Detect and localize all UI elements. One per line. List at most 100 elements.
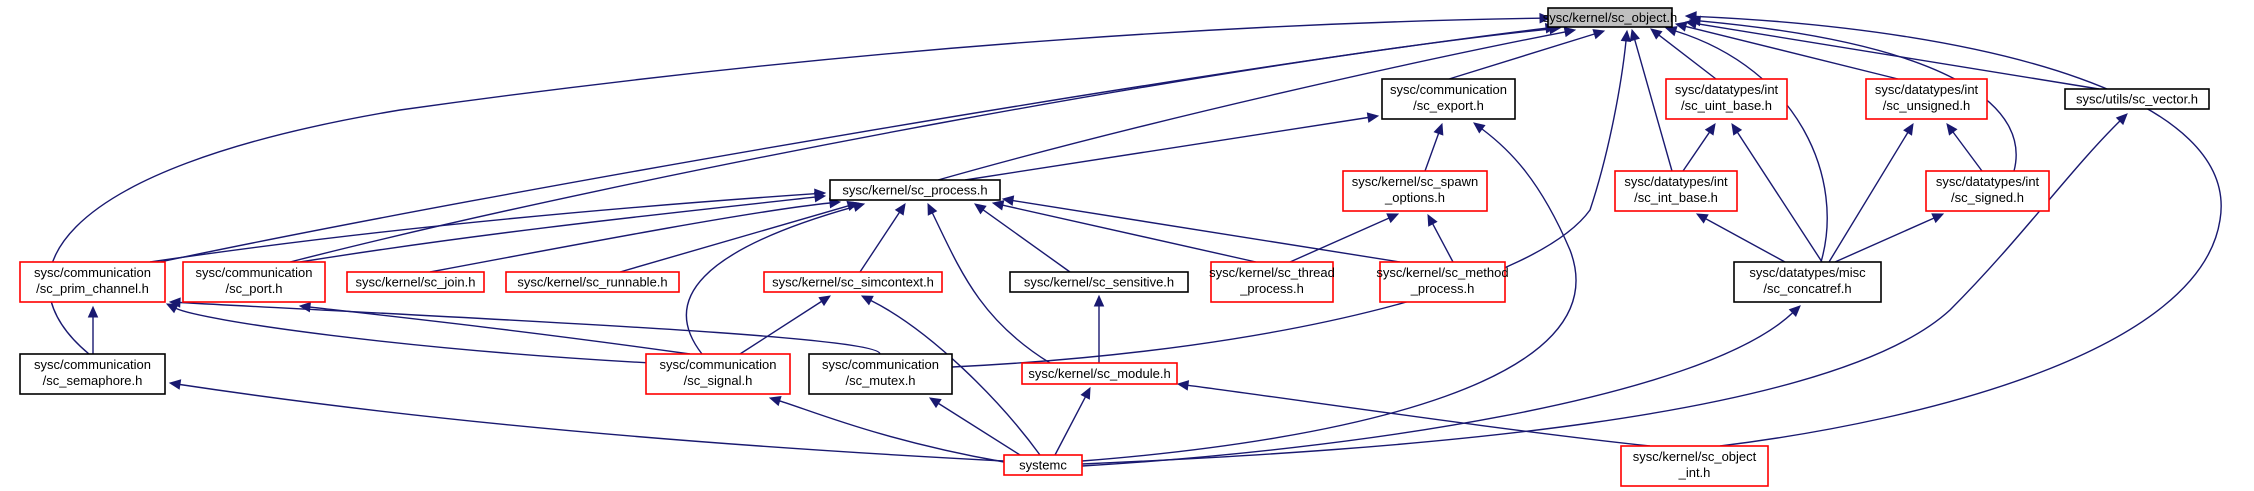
edge-line — [1081, 312, 1794, 467]
edge-line — [1187, 384, 1651, 447]
edge-concatref_h-to-int_base_h — [1695, 213, 1786, 263]
arrowhead-icon — [1629, 28, 1640, 42]
edge-thread_process_h-to-process_h — [991, 200, 1257, 263]
node-semaphore-h[interactable]: sysc/communication/sc_semaphore.h — [19, 353, 166, 395]
arrowhead-icon — [1093, 294, 1105, 307]
arrowhead-icon — [168, 297, 181, 308]
edge-line — [951, 40, 1627, 368]
node-box — [1665, 78, 1788, 120]
edge-signal_h-to-simcontext_h — [739, 295, 832, 355]
arrowhead-icon — [1674, 21, 1688, 32]
nodes-layer: sysc/kernel/sc_object.h sysc/communicatio… — [19, 7, 2210, 487]
edge-line — [1424, 133, 1440, 172]
node-box — [1379, 261, 1506, 303]
node-runnable-h[interactable]: sysc/kernel/sc_runnable.h — [505, 271, 680, 293]
arrowhead-icon — [165, 303, 179, 314]
node-sensitive-h[interactable]: sysc/kernel/sc_sensitive.h — [1009, 271, 1189, 293]
arrowhead-icon — [1563, 26, 1577, 38]
arrowhead-icon — [974, 203, 987, 215]
node-label-line: /sc_signed.h — [1951, 190, 2024, 205]
edge-module_h-to-process_h — [927, 202, 1051, 364]
node-box — [1865, 78, 1988, 120]
node-spawn-options-h[interactable]: sysc/kernel/sc_spawn_options.h — [1342, 170, 1488, 212]
node-box — [1342, 170, 1488, 212]
edge-line — [685, 206, 855, 355]
edge-process_h-to-object_h — [937, 26, 1577, 181]
node-concatref-h[interactable]: sysc/datatypes/misc/sc_concatref.h — [1733, 261, 1882, 303]
node-vector-h[interactable]: sysc/utils/sc_vector.h — [2064, 88, 2210, 110]
arrowhead-icon — [928, 397, 942, 409]
node-label-line: sysc/kernel/sc_simcontext.h — [772, 275, 934, 290]
edge-uint_base_h-to-object_h — [1650, 28, 1717, 80]
node-join-h[interactable]: sysc/kernel/sc_join.h — [346, 271, 485, 293]
edge-object_int_h-to-object_h — [1684, 11, 2222, 447]
node-systemc[interactable]: systemc — [1003, 454, 1083, 476]
arrowhead-icon — [1931, 213, 1945, 224]
edge-line — [982, 209, 1071, 273]
edge-systemc-to-concatref_h — [1081, 305, 1801, 467]
edge-line — [1685, 25, 1899, 80]
node-simcontext-h[interactable]: sysc/kernel/sc_simcontext.h — [763, 271, 943, 293]
node-box — [1381, 78, 1516, 120]
node-prim-channel-h[interactable]: sysc/communication/sc_prim_channel.h — [19, 261, 166, 303]
node-mutex-h[interactable]: sysc/communication/sc_mutex.h — [808, 353, 953, 395]
arrowhead-icon — [2115, 113, 2128, 126]
arrowhead-icon — [894, 202, 906, 216]
edge-spawn_options_h-to-export_h — [1424, 122, 1444, 172]
edge-line — [1002, 204, 1257, 263]
node-thread-process-h[interactable]: sysc/kernel/sc_thread_process.h — [1209, 261, 1335, 303]
arrowhead-icon — [1386, 213, 1400, 224]
node-uint-base-h[interactable]: sysc/datatypes/int/sc_uint_base.h — [1665, 78, 1788, 120]
edge-line — [159, 27, 1547, 263]
node-box — [505, 271, 680, 293]
arrowhead-icon — [1620, 29, 1632, 42]
node-label-line: _process.h — [1239, 281, 1304, 296]
edge-sensitive_h-to-process_h — [974, 203, 1071, 273]
edge-simcontext_h-to-process_h — [859, 202, 906, 273]
edge-mutex_h-to-object_h — [951, 29, 1632, 368]
node-method-process-h[interactable]: sysc/kernel/sc_method_process.h — [1376, 261, 1509, 303]
node-label-line: /sc_semaphore.h — [43, 373, 143, 388]
arrowhead-icon — [87, 305, 99, 318]
node-label-line: sysc/communication — [659, 357, 776, 372]
edge-object_int_h-to-module_h — [1176, 380, 1651, 447]
edge-signal_h-to-prim_channel_h — [165, 303, 671, 365]
edge-line — [299, 196, 816, 263]
node-signal-h[interactable]: sysc/communication/sc_signal.h — [645, 353, 791, 395]
arrowhead-icon — [1946, 123, 1958, 136]
node-label-line: sysc/kernel/sc_sensitive.h — [1024, 275, 1174, 290]
node-label-line: /sc_port.h — [225, 281, 282, 296]
node-label-line: sysc/kernel/sc_module.h — [1028, 366, 1170, 381]
edge-line — [1054, 396, 1087, 456]
arrowhead-icon — [1001, 195, 1015, 206]
node-export-h[interactable]: sysc/communication/sc_export.h — [1381, 78, 1516, 120]
arrowhead-icon — [298, 301, 311, 313]
edge-line — [964, 116, 1369, 181]
node-process-h[interactable]: sysc/kernel/sc_process.h — [829, 179, 1001, 201]
edge-line — [179, 301, 881, 355]
edge-line — [1705, 218, 1786, 263]
edge-unsigned_h-to-object_h — [1674, 21, 1899, 80]
node-module-h[interactable]: sysc/kernel/sc_module.h — [1021, 362, 1178, 385]
node-label-line: sysc/kernel/sc_thread — [1209, 265, 1335, 280]
node-int-base-h[interactable]: sysc/datatypes/int/sc_int_base.h — [1614, 170, 1738, 212]
edge-systemc-to-mutex_h — [928, 397, 1021, 456]
edge-line — [619, 205, 849, 273]
node-box — [1925, 170, 2050, 212]
node-port-h[interactable]: sysc/communication/sc_port.h — [182, 261, 326, 303]
node-label-line: /sc_mutex.h — [845, 373, 915, 388]
edge-line — [1675, 30, 1828, 263]
node-box — [2064, 88, 2210, 110]
edge-line — [1682, 131, 1710, 172]
node-label-line: sysc/datatypes/int — [1936, 174, 2040, 189]
node-signed-h[interactable]: sysc/datatypes/int/sc_signed.h — [1925, 170, 2050, 212]
node-object-int-h[interactable]: sysc/kernel/sc_object_int.h — [1620, 445, 1769, 487]
node-unsigned-h[interactable]: sysc/datatypes/int/sc_unsigned.h — [1865, 78, 1988, 120]
arrowhead-icon — [1704, 122, 1716, 136]
edge-prim_channel_h-to-object_h — [159, 22, 1558, 263]
node-label-line: sysc/kernel/sc_runnable.h — [517, 275, 667, 290]
node-box — [182, 261, 326, 303]
edge-line — [937, 31, 1566, 181]
node-object-h[interactable]: sysc/kernel/sc_object.h — [1543, 7, 1677, 28]
node-label-line: sysc/kernel/sc_object.h — [1543, 10, 1677, 25]
